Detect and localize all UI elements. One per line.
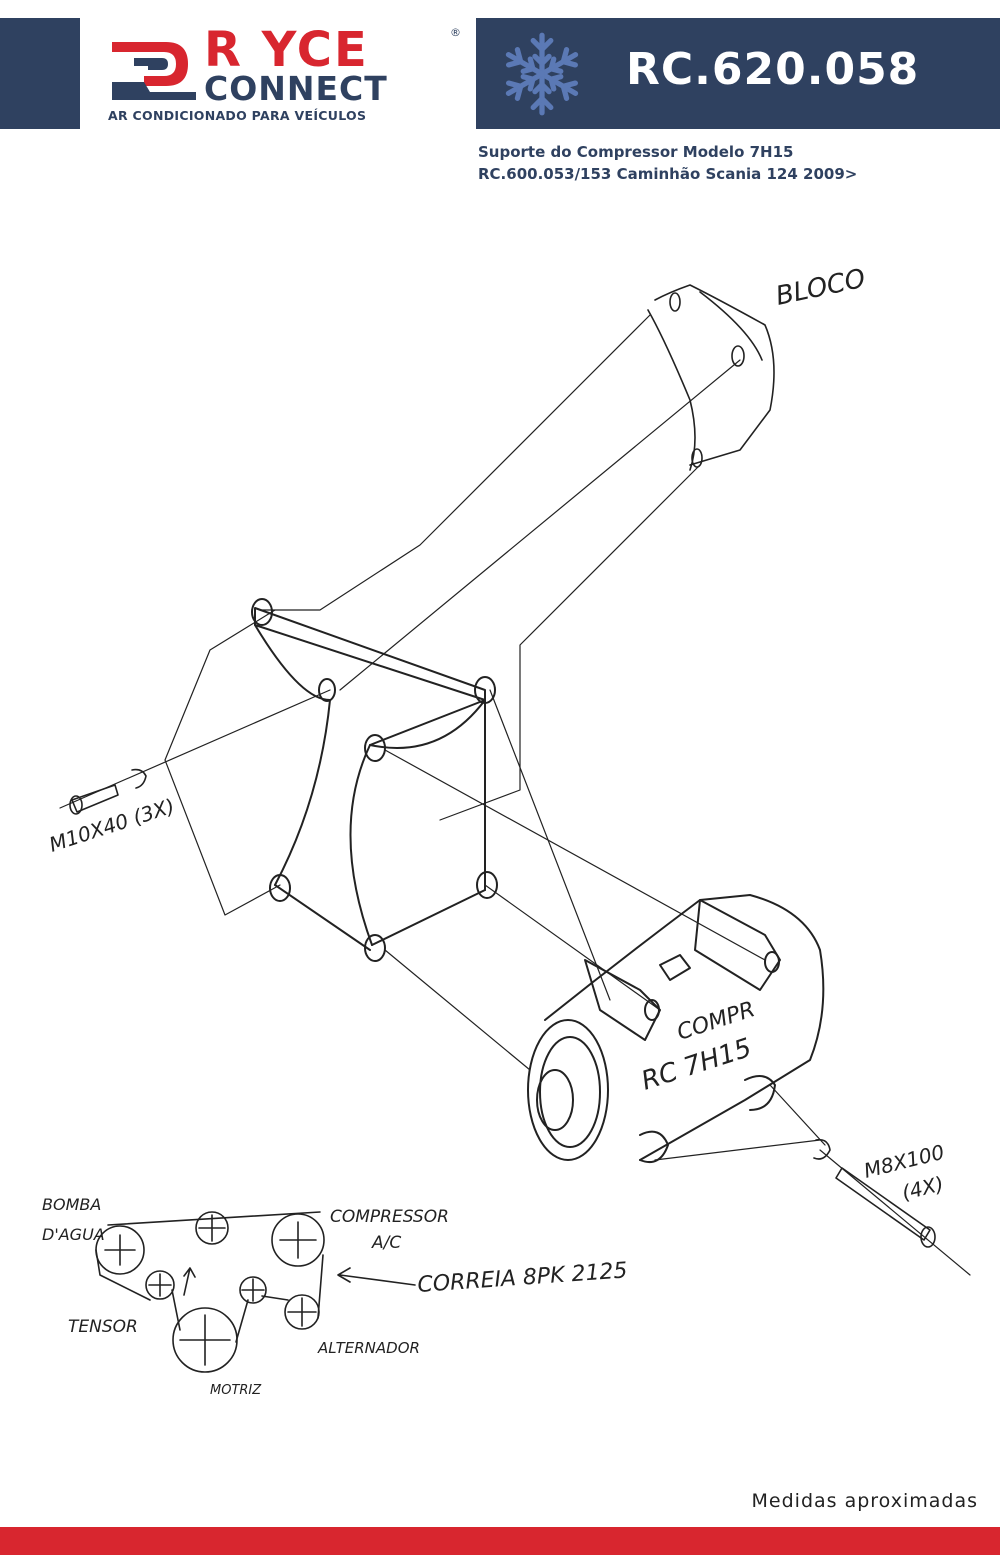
- snowflake-icon: [498, 32, 586, 118]
- logo-emblem-icon: [112, 42, 196, 100]
- registered-mark: ®: [450, 26, 461, 39]
- label-alternador: ALTERNADOR: [317, 1339, 420, 1357]
- description-line-1: Suporte do Compressor Modelo 7H15: [478, 143, 794, 161]
- compressor-bracket: [251, 598, 498, 962]
- label-bolt-left: M10X40 (3X): [46, 794, 177, 857]
- product-description: Suporte do Compressor Modelo 7H15 RC.600…: [478, 141, 857, 185]
- compressor-body: [527, 894, 825, 1164]
- left-bolt: [69, 768, 147, 815]
- projection-lines: [59, 314, 971, 1276]
- label-bolt-right-2: (4X): [899, 1171, 946, 1204]
- belt-diagram: [95, 1211, 416, 1373]
- logo-royce-text: R YCE: [204, 22, 369, 78]
- right-bolt: [813, 1138, 936, 1248]
- royce-connect-logo: R YCE ® CONNECT AR CONDICIONADO PARA VEÍ…: [104, 22, 464, 127]
- technical-drawing: BLOCO M10X40 (3X) COMPR RC 7H15 M8X100 (…: [42, 264, 971, 1398]
- label-correia: CORREIA 8PK 2125: [417, 1258, 629, 1298]
- label-compressor-ac-1: COMPRESSOR: [330, 1207, 449, 1227]
- label-bloco: BLOCO: [773, 264, 868, 312]
- label-motriz: MOTRIZ: [210, 1383, 262, 1398]
- logo-connect-text: CONNECT: [204, 69, 388, 108]
- product-code-header: RC.620.058: [476, 18, 1000, 129]
- label-bomba-1: BOMBA: [42, 1195, 101, 1214]
- footer-note: Medidas aproximadas: [751, 1490, 978, 1512]
- label-bomba-2: D'AGUA: [42, 1225, 105, 1244]
- description-line-2: RC.600.053/153 Caminhão Scania 124 2009>: [478, 165, 858, 183]
- label-compressor-ac-2: A/C: [371, 1233, 401, 1253]
- label-compressor-2: RC 7H15: [638, 1033, 755, 1097]
- product-code: RC.620.058: [626, 44, 920, 95]
- engine-block-plate: [647, 284, 775, 471]
- logo-tagline: AR CONDICIONADO PARA VEÍCULOS: [108, 108, 367, 123]
- footer-red-bar: [0, 1527, 1000, 1555]
- label-tensor: TENSOR: [68, 1317, 138, 1337]
- header-left-bar: [0, 18, 80, 129]
